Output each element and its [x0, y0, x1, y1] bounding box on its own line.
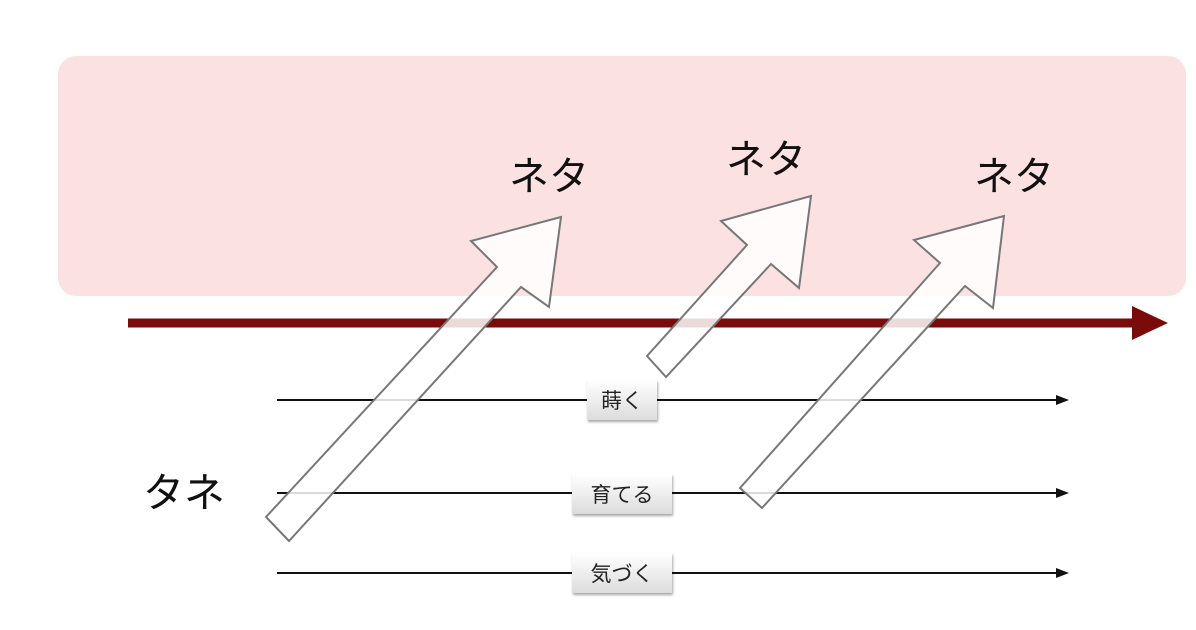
action-chip-grow-label: 育てる	[591, 483, 654, 507]
main-timeline-arrowhead	[1132, 306, 1168, 340]
growth-arrow-1	[264, 215, 563, 543]
process-line-notice	[277, 568, 1069, 578]
action-chip-sow: 蒔く	[587, 380, 657, 420]
seed-label: タネ	[143, 469, 225, 517]
process-line-grow	[277, 488, 1069, 498]
action-chip-grow: 育てる	[572, 474, 672, 514]
action-chip-notice: 気づく	[572, 553, 672, 593]
neta-label-2: ネタ	[726, 137, 806, 183]
neta-label-1: ネタ	[509, 154, 589, 200]
action-chip-notice-label: 気づく	[591, 562, 654, 586]
growth-arrow-3	[738, 214, 1006, 510]
growth-arrow-2	[645, 194, 813, 379]
neta-label-3: ネタ	[974, 154, 1054, 200]
idea-zone	[58, 56, 1186, 296]
action-chip-sow-label: 蒔く	[601, 389, 643, 413]
